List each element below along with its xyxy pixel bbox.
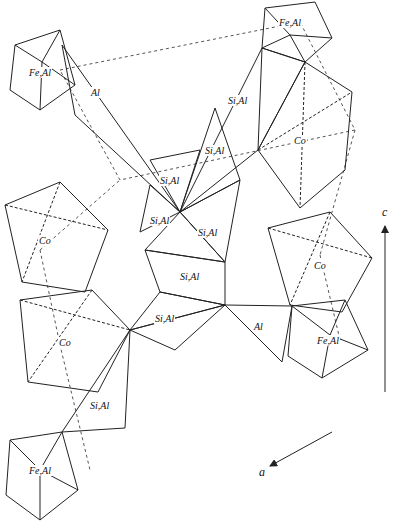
site-label: Fe,Al bbox=[28, 465, 52, 476]
site-label: Si,Al bbox=[159, 175, 180, 186]
polyhedron-label: Fe,Al bbox=[28, 465, 52, 476]
polyhedron-label: Si,Al bbox=[149, 215, 170, 226]
polyhedron-label: Co bbox=[38, 235, 52, 246]
polyhedron-label: Si,Al bbox=[89, 400, 110, 411]
polyhedron-label: Fe,Al bbox=[28, 67, 52, 78]
site-label: Al bbox=[253, 321, 264, 332]
polyhedron-label: Si,Al bbox=[204, 145, 225, 156]
site-label: Co bbox=[58, 337, 72, 348]
site-label: Si,Al bbox=[149, 215, 170, 226]
polyhedron-label: Si,Al bbox=[159, 175, 180, 186]
axis-label: c bbox=[381, 207, 388, 218]
site-label: Fe,Al bbox=[316, 335, 340, 346]
polyhedron-label: Si,Al bbox=[179, 271, 200, 282]
polyhedron-label: Co bbox=[293, 135, 307, 146]
polyhedron-label: Si,Al bbox=[227, 95, 248, 106]
site-label: Si,Al bbox=[154, 313, 175, 324]
polyhedron-label: Al bbox=[253, 321, 264, 332]
site-label: Co bbox=[293, 135, 307, 146]
axis-label: a bbox=[258, 467, 266, 478]
polyhedron-label: Fe,Al bbox=[316, 335, 340, 346]
polyhedron-label: Co bbox=[313, 260, 327, 271]
polyhedron-label: Co bbox=[58, 337, 72, 348]
polyhedron-label: Si,Al bbox=[197, 227, 218, 238]
site-label: Si,Al bbox=[204, 145, 225, 156]
site-label: Fe,Al bbox=[278, 17, 302, 28]
polyhedron-label: Fe,Al bbox=[278, 17, 302, 28]
polyhedron-label: Si,Al bbox=[154, 313, 175, 324]
site-label: Fe,Al bbox=[28, 67, 52, 78]
site-label: Si,Al bbox=[197, 227, 218, 238]
site-label: Si,Al bbox=[89, 400, 110, 411]
site-label: Si,Al bbox=[227, 95, 248, 106]
site-label: Si,Al bbox=[179, 271, 200, 282]
site-label: Al bbox=[90, 87, 101, 98]
polyhedron-label: Al bbox=[90, 87, 101, 98]
site-label: Co bbox=[38, 235, 52, 246]
site-label: Co bbox=[313, 260, 327, 271]
